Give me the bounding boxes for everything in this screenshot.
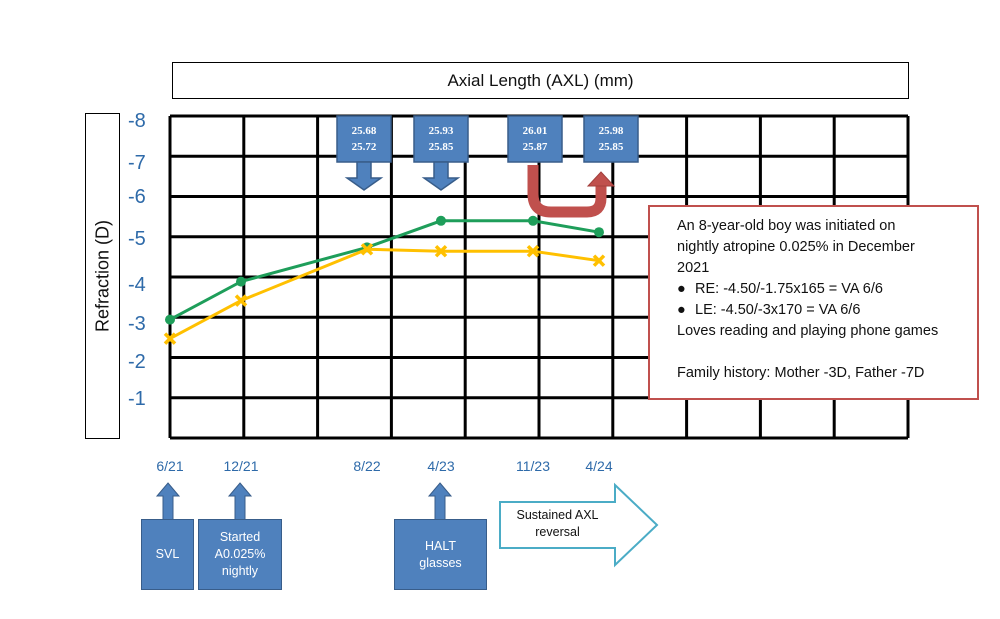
data-point — [236, 276, 246, 287]
case-info-line-3: 2021 — [677, 260, 710, 276]
started-event-line-1: Started — [219, 530, 261, 544]
axl-value-2: 25.87 — [523, 141, 548, 153]
axl-callouts: 25.68 25.72 25.93 25.85 26.01 25.87 25.98 25.85 — [336, 115, 639, 191]
case-info-line-4: Loves reading and playing phone games — [677, 323, 939, 339]
bullet-icon: ● — [677, 302, 686, 318]
started-up-arrow — [227, 482, 253, 521]
chart-title: Axial Length (AXL) (mm) — [172, 62, 909, 99]
axl-value-2: 25.72 — [352, 141, 377, 153]
data-point — [436, 215, 446, 226]
y-tick-label: -3 — [128, 313, 146, 335]
started-event-line-2: A0.025% — [214, 547, 266, 561]
axl-reversal-arrow-head — [586, 171, 616, 187]
axl-callout-arrow — [344, 161, 384, 191]
halt-up-arrow — [427, 482, 453, 521]
data-point — [592, 254, 606, 267]
axl-reversal-arrow — [527, 165, 607, 218]
data-point — [234, 294, 248, 307]
case-info-re-text: RE: -4.50/-1.75x165 = VA 6/6 — [695, 281, 883, 297]
case-info-family: Family history: Mother -3D, Father -7D — [677, 365, 925, 381]
axl-value-1: 26.01 — [523, 125, 548, 137]
x-tick-label: 4/23 — [427, 458, 455, 474]
data-point — [526, 244, 540, 258]
x-tick-label: 4/24 — [585, 458, 613, 474]
case-info-line-1: An 8-year-old boy was initiated on — [677, 218, 896, 234]
y-tick-label: -1 — [128, 388, 146, 410]
axl-callout: 25.93 25.85 — [413, 115, 469, 191]
y-tick-label: -8 — [128, 110, 146, 132]
case-info-le: ● LE: -4.50/-3x170 = VA 6/6 — [677, 300, 967, 321]
x-tick-label: 12/21 — [223, 458, 259, 474]
data-point — [163, 332, 177, 345]
case-info-re: ● RE: -4.50/-1.75x165 = VA 6/6 — [677, 279, 967, 300]
y-tick-label: -4 — [128, 274, 146, 296]
axl-value-1: 25.98 — [599, 125, 624, 137]
axl-callout-arrow — [421, 161, 461, 191]
y-tick-label: -6 — [128, 186, 146, 208]
axl-callout: 25.98 25.85 — [583, 115, 639, 163]
series-line — [169, 247, 600, 340]
axl-value-2: 25.85 — [429, 141, 454, 153]
axl-value-2: 25.85 — [599, 141, 624, 153]
y-tick-label: -5 — [128, 228, 146, 250]
y-tick-label: -2 — [128, 351, 146, 373]
x-tick-label: 11/23 — [516, 458, 550, 474]
reversal-label-line-1: Sustained AXL — [516, 508, 599, 522]
halt-event-line-2: glasses — [419, 555, 462, 570]
case-info-line-2: nightly atropine 0.025% in December — [677, 239, 915, 255]
series-line — [169, 219, 600, 321]
svl-event-label: SVL — [155, 547, 180, 561]
data-point — [165, 314, 175, 325]
case-info-box: An 8-year-old boy was initiated on night… — [648, 205, 979, 400]
axl-callout-box — [336, 115, 392, 163]
reversal-label-line-2: reversal — [535, 525, 580, 539]
axl-callout: 25.68 25.72 — [336, 115, 392, 191]
case-info-le-text: LE: -4.50/-3x170 = VA 6/6 — [695, 302, 861, 318]
data-point — [434, 244, 448, 258]
started-event-line-3: nightly — [221, 564, 259, 578]
axl-callout-box — [507, 115, 563, 163]
x-tick-label: 6/21 — [156, 458, 184, 474]
bullet-icon: ● — [677, 281, 686, 297]
chart-title-text: Axial Length (AXL) (mm) — [447, 70, 634, 90]
data-point — [594, 227, 604, 238]
data-point — [528, 215, 538, 226]
axl-callout-box — [413, 115, 469, 163]
chart-series — [163, 215, 606, 345]
x-tick-label: 8/22 — [353, 458, 381, 474]
svl-up-arrow — [155, 482, 181, 521]
halt-event-box: HALT glasses — [394, 519, 487, 590]
axl-callout-box — [583, 115, 639, 163]
y-axis-label-box: Refraction (D) — [85, 113, 120, 439]
axl-value-1: 25.93 — [429, 125, 454, 137]
data-point — [360, 243, 374, 256]
started-event-box: Started A0.025% nightly — [198, 519, 282, 590]
reversal-outline-arrow — [499, 482, 659, 568]
y-tick-label: -7 — [128, 152, 146, 174]
axl-callout: 26.01 25.87 — [507, 115, 563, 163]
halt-event-line-1: HALT — [424, 538, 457, 553]
axl-value-1: 25.68 — [352, 125, 377, 137]
svl-event-box: SVL — [141, 519, 194, 590]
reversal-label: Sustained AXL reversal — [505, 507, 610, 541]
